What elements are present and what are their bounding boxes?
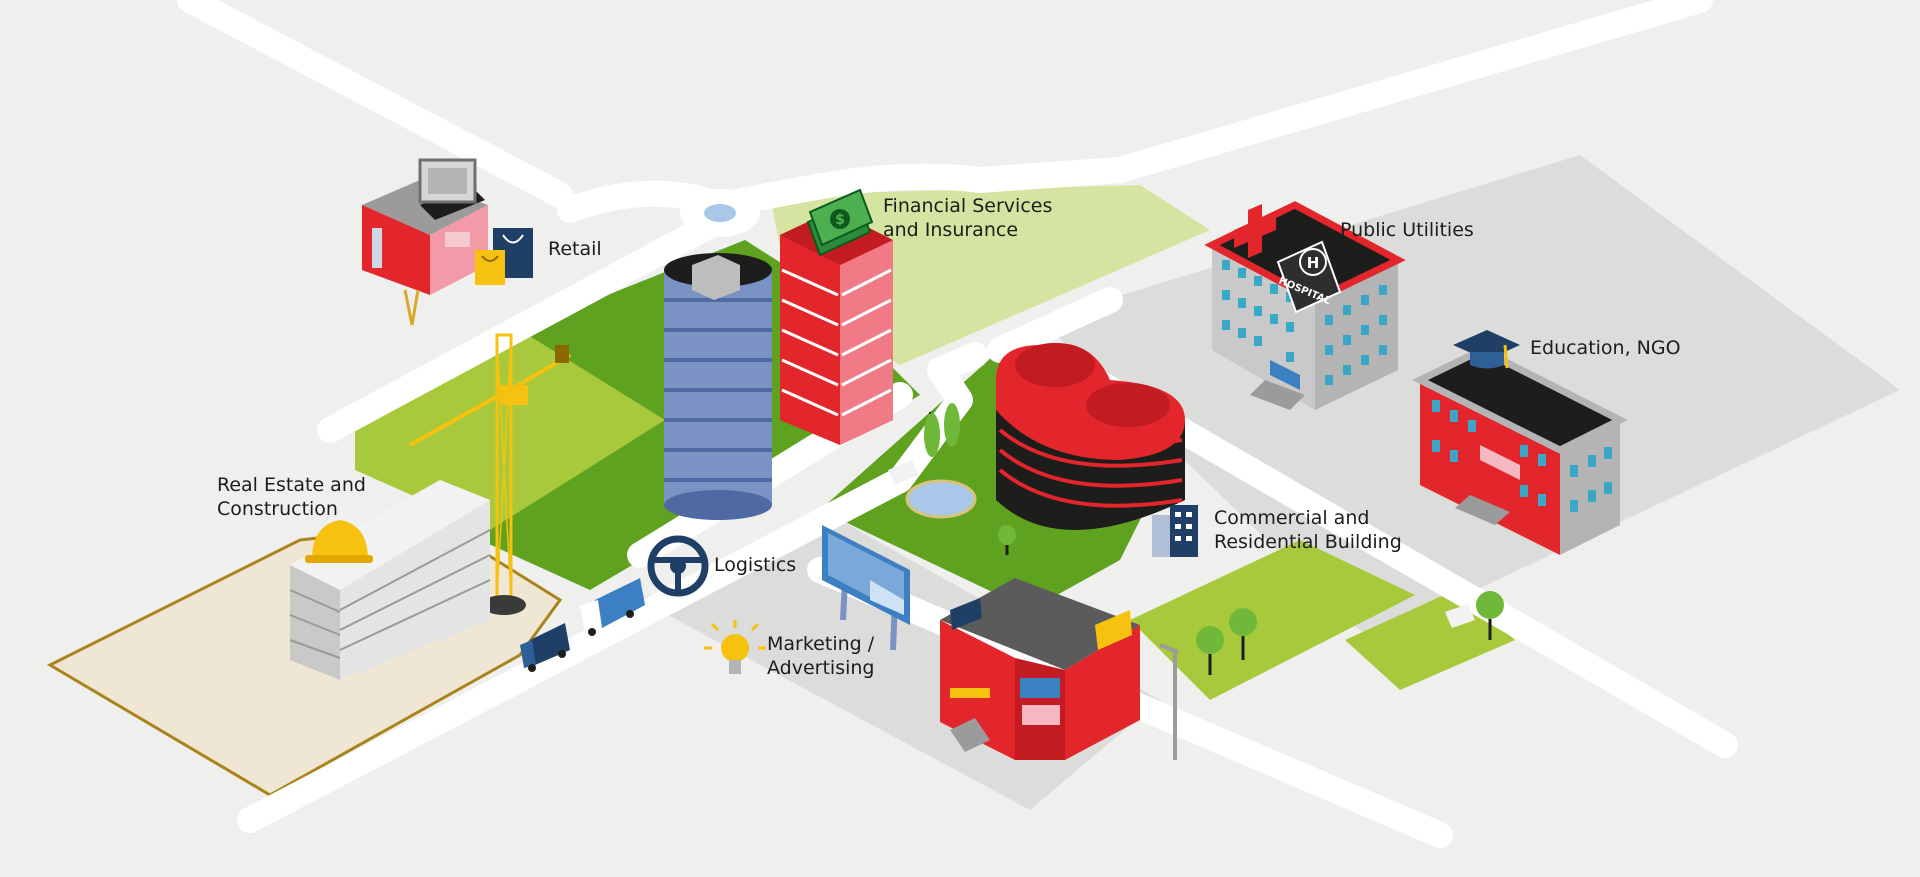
supermarket	[940, 578, 1140, 760]
money-sign: $	[835, 212, 845, 228]
roundabout-center	[704, 204, 736, 222]
label-education: Education, NGO	[1530, 337, 1681, 359]
retail-kiosk	[362, 158, 488, 326]
helipad-sign: H	[1307, 254, 1320, 272]
label-marketing: Marketing /Advertising	[767, 633, 875, 679]
shopping-bags-icon	[475, 228, 533, 285]
cylinder-tower	[664, 253, 772, 520]
money-icon: $	[806, 188, 874, 257]
hard-hat-icon	[305, 520, 373, 563]
school	[1412, 346, 1628, 555]
label-logistics: Logistics	[714, 554, 797, 576]
delivery-trucks	[520, 578, 645, 672]
park	[888, 403, 1016, 555]
graduation-cap-icon	[1453, 330, 1520, 369]
trees-right	[1196, 591, 1504, 675]
street-lamp	[1159, 643, 1179, 760]
light-bulb-icon	[704, 620, 766, 674]
medical-cross-icon	[1234, 204, 1276, 258]
steering-wheel-icon	[647, 535, 709, 597]
billboard	[822, 525, 910, 651]
label-retail: Retail	[548, 238, 602, 260]
red-rounded-building	[996, 343, 1185, 530]
office-building-icon	[1152, 505, 1198, 557]
construction-crane	[409, 333, 572, 615]
plot-light-green-right	[1130, 540, 1415, 700]
label-public-utilities: Public Utilities	[1340, 219, 1474, 241]
